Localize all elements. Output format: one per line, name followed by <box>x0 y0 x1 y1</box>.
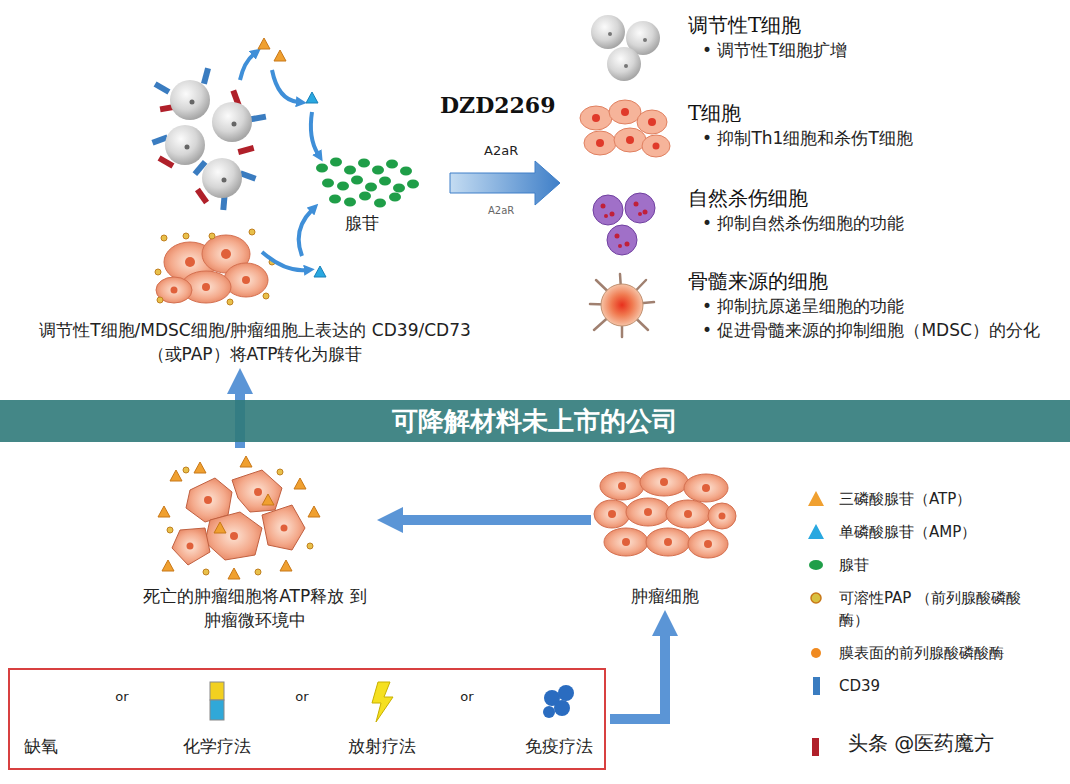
title-banner: 可降解材料未上市的公司 <box>0 400 1070 442</box>
or-connector-word: or <box>72 688 172 706</box>
legend-swatch <box>813 677 820 695</box>
cell-heading: T细胞 <box>688 100 1060 126</box>
effect-bullet: • 抑制Th1细胞和杀伤T细胞 <box>688 126 1060 150</box>
legend-row: 三磷酸腺苷（ATP） <box>805 488 1060 510</box>
effect-bullet: • 促进骨髓来源的抑制细胞（MDSC）的分化 <box>688 318 1060 342</box>
legend-swatch-box <box>805 521 827 543</box>
a2ar-arrow <box>450 161 560 205</box>
legend-row: 单磷酸腺苷（AMP） <box>805 521 1060 543</box>
effect-item: 骨髓来源的细胞• 抑制抗原递呈细胞的功能• 促进骨髓来源的抑制细胞（MDSC）的… <box>688 268 1060 342</box>
legend-text: 三磷酸腺苷（ATP） <box>839 488 1029 510</box>
legend-swatch <box>808 491 824 506</box>
legend-swatch <box>808 524 824 539</box>
legend-text: 单磷酸腺苷（AMP） <box>839 521 1029 543</box>
adenosine-dots <box>316 158 419 208</box>
legend-swatch-box <box>805 587 827 609</box>
cell-heading: 自然杀伤细胞 <box>688 185 1060 211</box>
tumor-cells-text: 肿瘤细胞 <box>595 584 735 608</box>
or-connector-word: or <box>422 688 512 706</box>
legend-swatch-box <box>805 488 827 510</box>
effect-item: 自然杀伤细胞• 抑制自然杀伤细胞的功能 <box>688 185 1060 235</box>
conversion-arrows <box>240 54 318 270</box>
legend-swatch-box <box>805 554 827 576</box>
chemotherapy-icon <box>210 682 224 720</box>
cd73-bar <box>812 738 819 756</box>
legend-swatch-box <box>805 642 827 664</box>
dead-tumor-cells: 死亡的肿瘤细胞将ATP释放 到肿瘤微环境中 <box>135 452 375 632</box>
effect-bullet: • 调节性T细胞扩增 <box>688 38 1060 62</box>
or-connector-word: or <box>262 688 342 706</box>
effect-bullet: • 抑制抗原递呈细胞的功能 <box>688 294 1060 318</box>
t-cell-icon <box>580 100 670 157</box>
legend-row: 膜表面的前列腺酸磷酸酶 <box>805 642 1060 664</box>
treg-cells <box>151 67 266 210</box>
legend-text: CD39 <box>839 675 1029 697</box>
receptor-label-reflection: A2aR <box>488 205 514 216</box>
title-banner-text: 可降解材料未上市的公司 <box>0 406 1070 436</box>
legend-row: 腺苷 <box>805 554 1060 576</box>
legend-swatch-box <box>805 675 827 697</box>
legend-text: 可溶性PAP （前列腺酸磷酸酶） <box>839 587 1029 631</box>
effect-item: 调节性T细胞• 调节性T细胞扩增 <box>688 12 1060 62</box>
dead-tumor-cells-text: 死亡的肿瘤细胞将ATP释放 到肿瘤微环境中 <box>135 584 375 632</box>
tumor-cell-cluster <box>155 229 275 305</box>
radiotherapy-icon <box>372 682 393 722</box>
trigger-name: 缺氧 <box>10 734 72 758</box>
legend: 三磷酸腺苷（ATP） 单磷酸腺苷（AMP） 腺苷可溶性PAP （前列腺酸磷酸酶） 膜表… <box>805 488 1060 708</box>
flow-arrow <box>610 636 665 719</box>
trigger-box: 缺氧 or 化学疗法 or 放射疗法 or 免疫疗法 <box>8 668 606 770</box>
drug-name: DZD2269 <box>440 92 555 118</box>
cell-heading: 调节性T细胞 <box>688 12 1060 38</box>
trigger-name: 化学疗法 <box>172 734 262 758</box>
dendritic-cell-icon <box>590 274 654 337</box>
treg-icon <box>591 15 660 81</box>
trigger-name: 放射疗法 <box>342 734 422 758</box>
effect-bullet: • 抑制自然杀伤细胞的功能 <box>688 211 1060 235</box>
legend-swatch <box>811 593 821 603</box>
immunotherapy-icon <box>543 685 574 718</box>
tumor-cells: 肿瘤细胞 <box>595 462 735 608</box>
legend-text: 腺苷 <box>839 554 1029 576</box>
legend-text: 膜表面的前列腺酸磷酸酶 <box>839 642 1029 664</box>
flow-arrow <box>403 515 591 525</box>
effect-item: T细胞• 抑制Th1细胞和杀伤T细胞 <box>688 100 1060 150</box>
cell-heading: 骨髓来源的细胞 <box>688 268 1060 294</box>
nk-cell-icon <box>593 193 655 255</box>
trigger-name: 免疫疗法 <box>512 734 606 758</box>
legend-swatch <box>811 648 821 658</box>
adenosine-label: 腺苷 <box>345 212 379 235</box>
pathway-caption-text: 调节性T细胞/MDSC细胞/肿瘤细胞上表达的 CD39/CD73（或PAP）将A… <box>30 318 480 366</box>
legend-row: CD39 <box>805 675 1060 697</box>
legend-swatch <box>809 560 823 570</box>
pathway-caption: 调节性T细胞/MDSC细胞/肿瘤细胞上表达的 CD39/CD73（或PAP）将A… <box>30 318 480 366</box>
receptor-label: A2aR <box>484 143 518 158</box>
watermark: 头条 @医药魔方 <box>848 730 994 757</box>
tumor-cells-drawing <box>594 468 736 558</box>
legend-row: 可溶性PAP （前列腺酸磷酸酶） <box>805 587 1060 631</box>
dying-tumor-cells <box>158 456 320 579</box>
atp-triangles <box>258 38 286 61</box>
